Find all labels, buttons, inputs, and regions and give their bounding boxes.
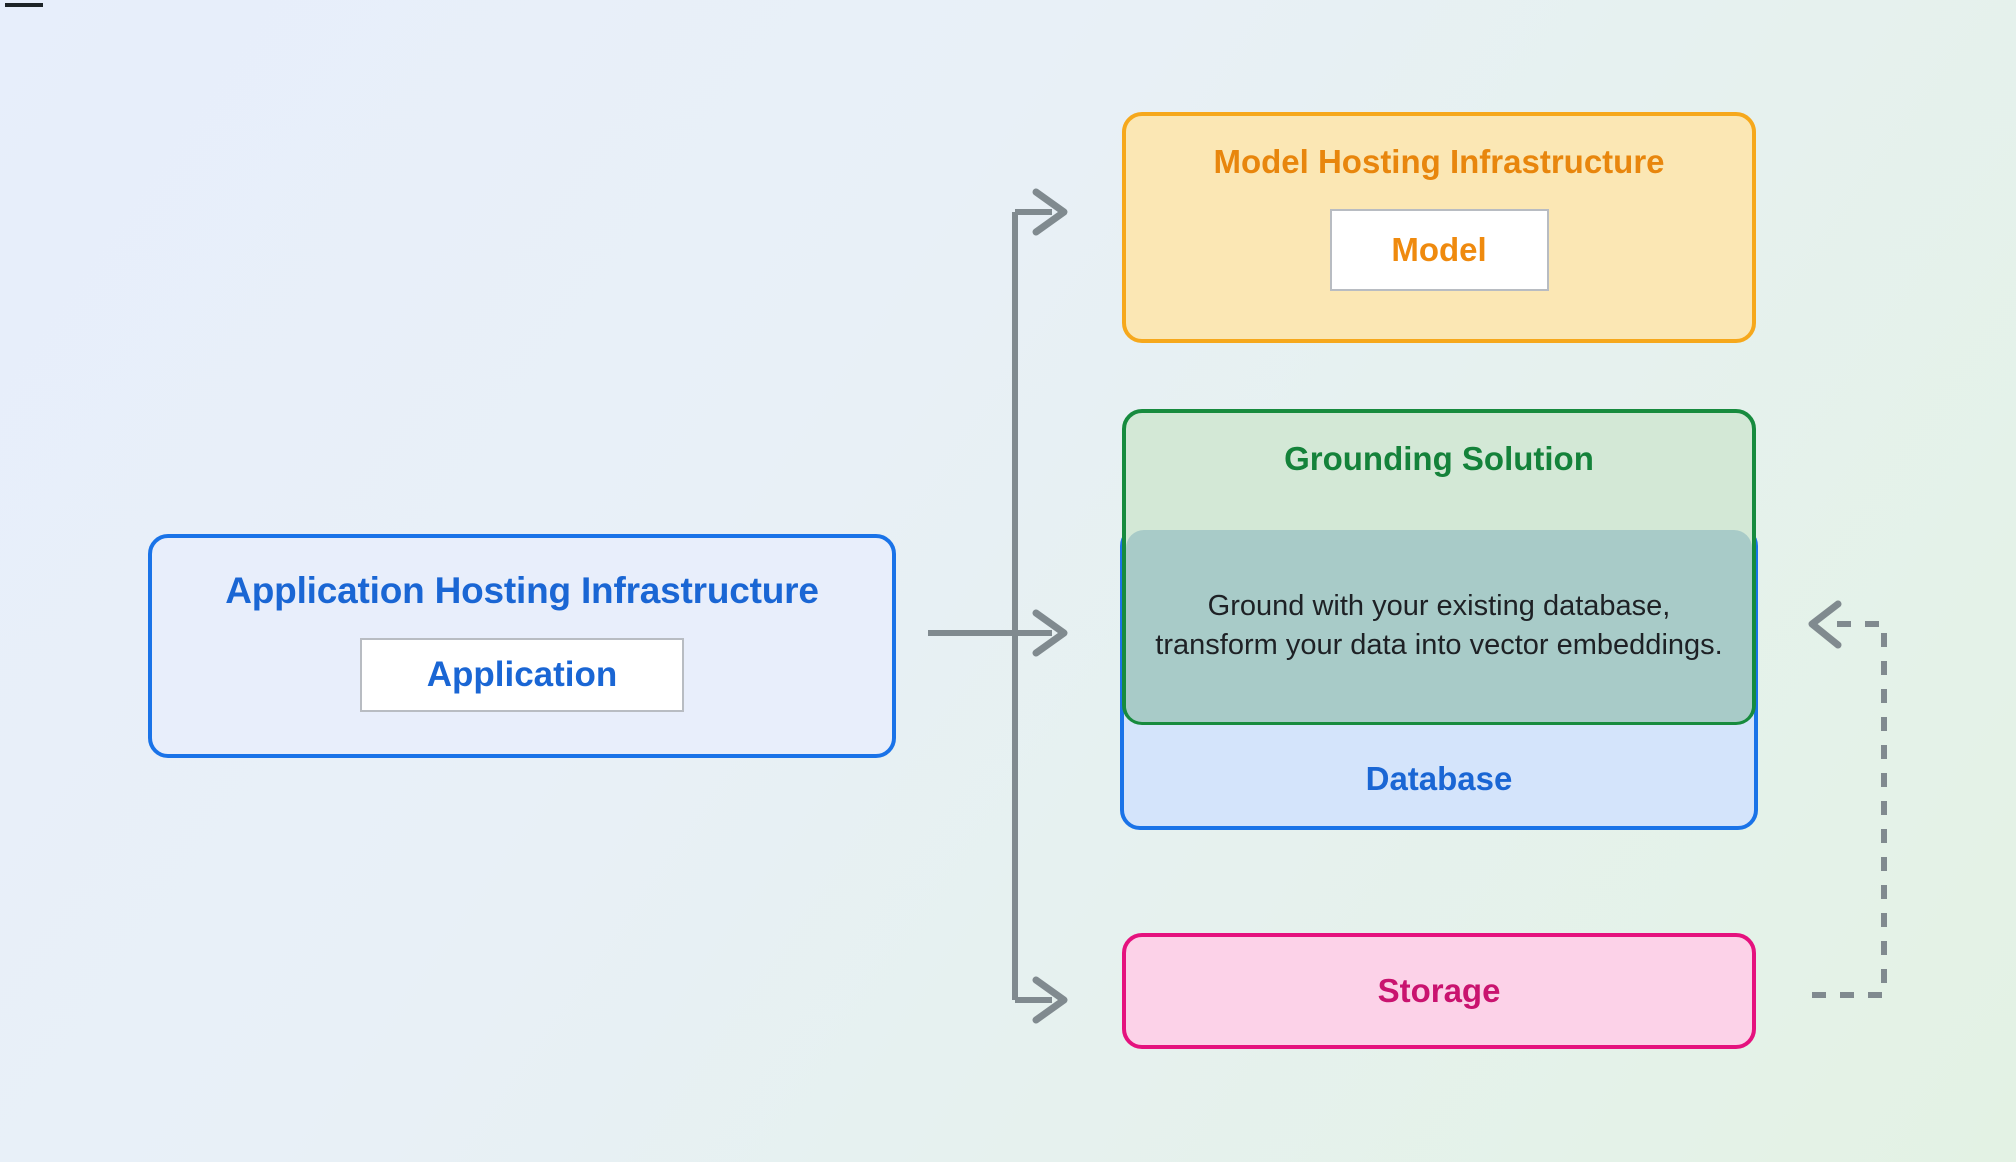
edge-storage-to-database-dashed: [1812, 621, 1887, 998]
arrowhead-to-grounding: [1032, 609, 1068, 657]
application-chip[interactable]: Application: [360, 638, 684, 712]
model-hosting-title: Model Hosting Infrastructure: [1213, 143, 1665, 180]
node-grounding-solution[interactable]: Grounding Solution: [1122, 409, 1756, 725]
model-chip[interactable]: Model: [1329, 209, 1549, 291]
grounding-solution-title: Grounding Solution: [1284, 440, 1594, 477]
application-hosting-title: Application Hosting Infrastructure: [225, 570, 819, 611]
node-storage[interactable]: Storage: [1122, 933, 1756, 1049]
node-application-hosting-infrastructure[interactable]: Application Hosting Infrastructure Appli…: [148, 534, 896, 758]
node-model-hosting-infrastructure[interactable]: Model Hosting Infrastructure Model: [1122, 112, 1756, 343]
arrowhead-to-model: [1032, 188, 1068, 236]
corner-artifact: [5, 3, 43, 7]
application-chip-label: Application: [426, 655, 618, 694]
arrowhead-storage-to-database: [1808, 600, 1842, 649]
model-chip-label: Model: [1391, 231, 1487, 268]
arrowhead-to-storage: [1032, 976, 1068, 1024]
storage-title: Storage: [1377, 972, 1501, 1009]
database-title: Database: [1365, 760, 1513, 797]
